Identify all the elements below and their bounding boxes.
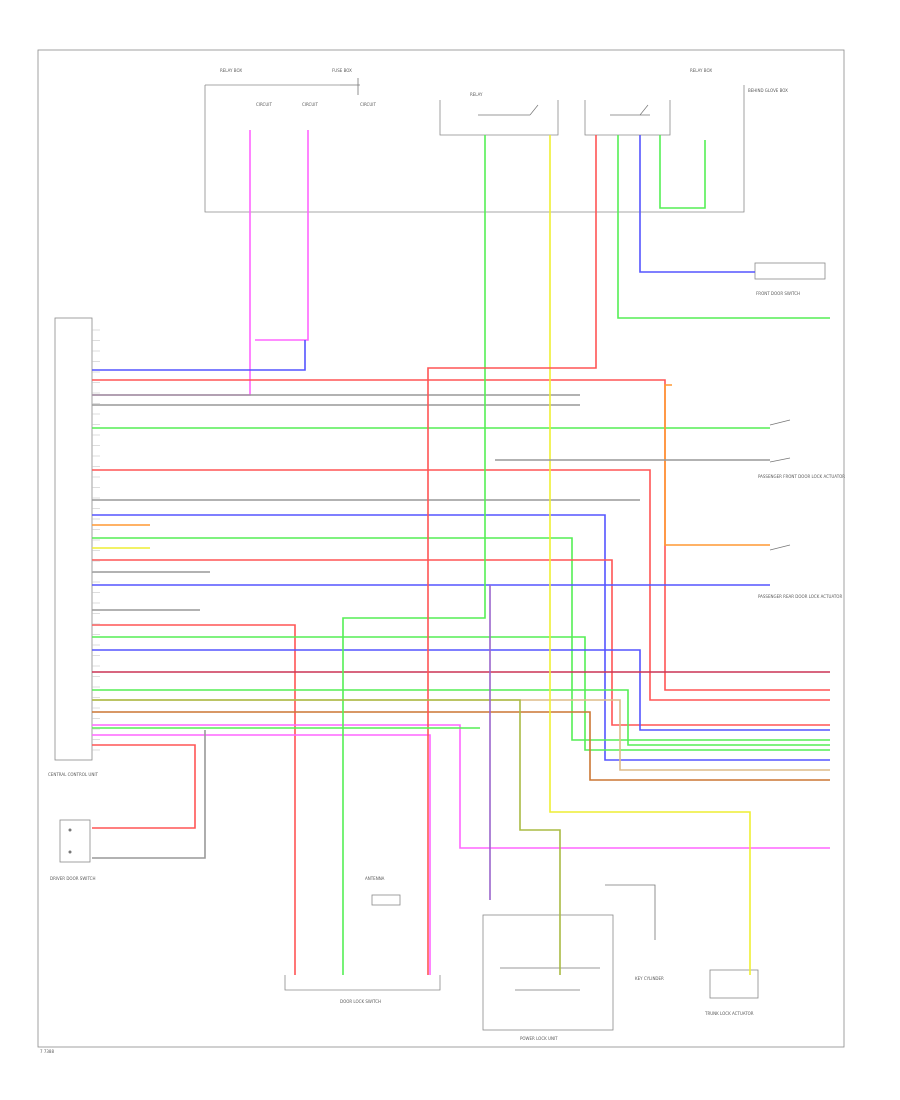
power-lock-unit: POWER LOCK UNIT bbox=[482, 914, 614, 1041]
top-relay-1: RELAY bbox=[439, 92, 559, 136]
wire-blue-2 bbox=[92, 340, 306, 371]
wire-pink-25 bbox=[92, 734, 431, 975]
left-module-label: CENTRAL CONTROL UNIT bbox=[48, 772, 99, 777]
right-upper-label: FRONT DOOR SWITCH bbox=[756, 291, 800, 296]
wire-orange-34 bbox=[664, 384, 770, 546]
diagram-frame bbox=[37, 49, 845, 1048]
wire-green-28 bbox=[342, 135, 486, 975]
top-right-side-label: BEHIND GLOVE BOX bbox=[748, 88, 788, 93]
right-mid-component-1: PASSENGER FRONT DOOR LOCK ACTUATOR bbox=[758, 419, 845, 479]
wire-pink-24 bbox=[92, 724, 830, 849]
top-relay-2: RELAY BOX BEHIND GLOVE BOX bbox=[584, 68, 788, 136]
right-upper-component: FRONT DOOR SWITCH bbox=[754, 262, 826, 296]
wire-brown-23 bbox=[92, 711, 830, 781]
key-cylinder: KEY CYLINDER bbox=[605, 884, 664, 981]
top-left-label: RELAY BOX bbox=[220, 68, 242, 73]
footer-code: 7 7388 bbox=[40, 1049, 54, 1054]
wire-red-17 bbox=[92, 624, 296, 975]
wire-gray-27 bbox=[92, 730, 206, 859]
right-mid1-label: PASSENGER FRONT DOOR LOCK ACTUATOR bbox=[758, 474, 845, 479]
wire-red-13 bbox=[92, 559, 830, 726]
door-lock-switch: DOOR LOCK SWITCH bbox=[284, 975, 441, 1004]
wire-red-3 bbox=[92, 379, 830, 691]
wire-green-11 bbox=[92, 537, 830, 741]
central-control-unit: CENTRAL CONTROL UNIT bbox=[48, 317, 99, 777]
bottom-right-b-label: KEY CYLINDER bbox=[635, 976, 664, 981]
svg-text:CIRCUIT: CIRCUIT bbox=[302, 102, 318, 107]
top-mid-label: FUSE BOX bbox=[332, 68, 352, 73]
wire-blue-32 bbox=[639, 135, 755, 273]
wire-olive-36 bbox=[92, 699, 561, 975]
top-fuse-box: FUSE BOX bbox=[332, 68, 360, 95]
wire-pink-0 bbox=[92, 130, 251, 396]
wire-green-33 bbox=[659, 135, 706, 209]
bottom-right-a-label: POWER LOCK UNIT bbox=[520, 1036, 558, 1041]
bottom-right-c-label: TRUNK LOCK ACTUATOR bbox=[704, 1011, 754, 1016]
svg-text:CIRCUIT: CIRCUIT bbox=[360, 102, 376, 107]
right-mid-component-2: PASSENGER REAR DOOR LOCK ACTUATOR bbox=[758, 544, 842, 599]
trunk-lock-actuator: TRUNK LOCK ACTUATOR bbox=[704, 969, 759, 1016]
wire-yellow-29 bbox=[549, 135, 751, 975]
top-right-label: RELAY BOX bbox=[690, 68, 712, 73]
wire-green-21 bbox=[92, 689, 830, 746]
antenna: ANTENNA bbox=[365, 876, 401, 906]
wire-green-18 bbox=[92, 636, 830, 751]
wire-red-30 bbox=[427, 135, 597, 975]
top-relay-box-left: RELAY BOX CIRCUIT CIRCUIT CIRCUIT bbox=[204, 68, 745, 213]
wire-red-26 bbox=[92, 744, 196, 829]
driver-door-switch: DRIVER DOOR SWITCH bbox=[50, 819, 95, 881]
right-mid2-label: PASSENGER REAR DOOR LOCK ACTUATOR bbox=[758, 594, 842, 599]
svg-text:CIRCUIT: CIRCUIT bbox=[256, 102, 272, 107]
wire-pink-1 bbox=[255, 130, 309, 341]
bottom-mid-label: DOOR LOCK SWITCH bbox=[340, 999, 381, 1004]
wire-green-31 bbox=[617, 135, 830, 319]
wires-group bbox=[92, 130, 830, 975]
svg-text:RELAY: RELAY bbox=[470, 92, 483, 97]
wire-blue-19 bbox=[92, 649, 830, 731]
module-pins bbox=[92, 329, 100, 751]
wire-blue-9 bbox=[92, 514, 830, 761]
left-switch-label: DRIVER DOOR SWITCH bbox=[50, 876, 95, 881]
bottom-center-label: ANTENNA bbox=[365, 876, 385, 881]
